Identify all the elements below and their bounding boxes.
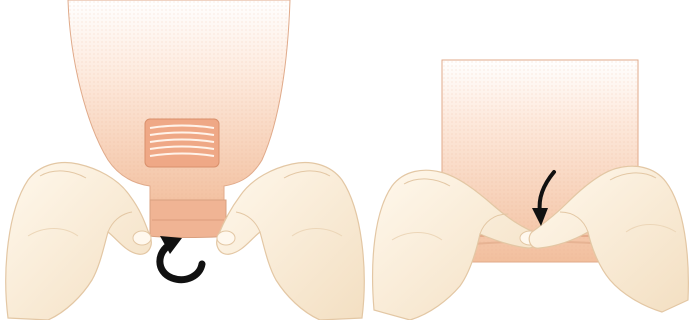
outlet-tail [150, 200, 226, 238]
curved-fold-arrow-icon [160, 236, 202, 280]
closure-strip [145, 119, 219, 167]
left-hand [6, 163, 151, 320]
step-fold-outlet-panel [0, 0, 370, 320]
right-hand [217, 163, 364, 320]
step-press-outlet-panel [370, 0, 690, 320]
press-outlet-illustration [370, 0, 690, 320]
fold-outlet-illustration [0, 0, 370, 320]
